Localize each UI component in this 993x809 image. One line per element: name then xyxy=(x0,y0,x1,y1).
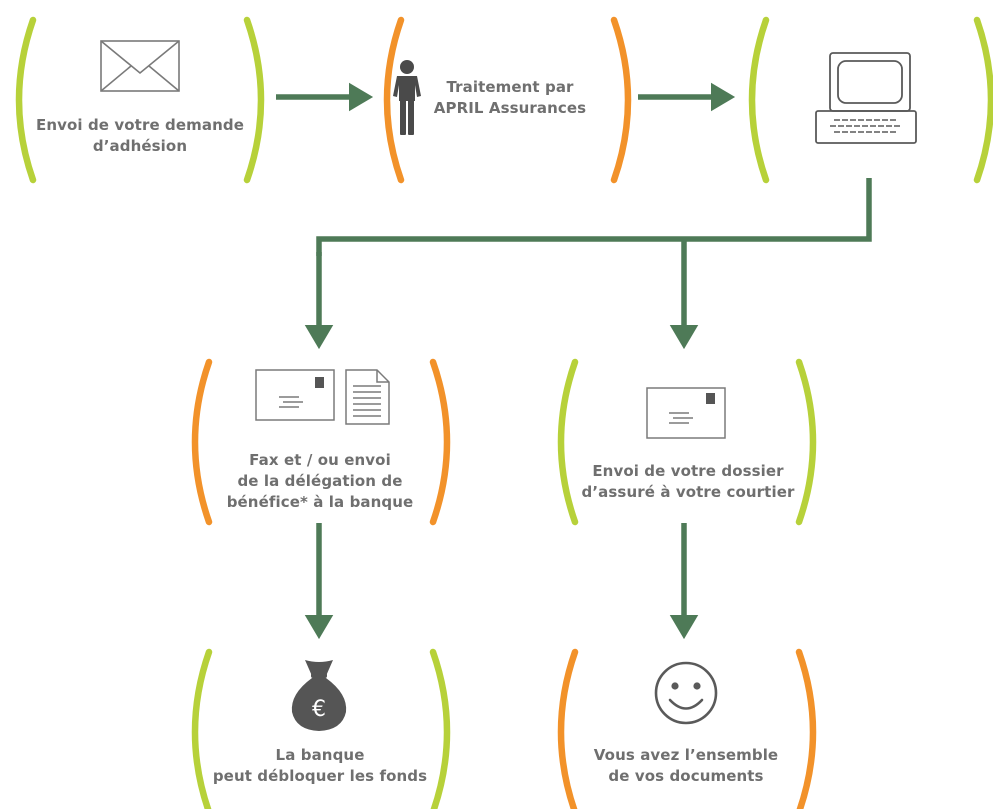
bracket-envoi-right xyxy=(243,16,265,184)
bracket-ordinateur-right xyxy=(973,16,993,184)
smiley-icon xyxy=(654,661,718,725)
bracket-envoi-left xyxy=(15,16,37,184)
person-icon xyxy=(393,60,421,135)
connector-ordinateur-branch xyxy=(316,178,872,256)
fax-document-icon xyxy=(255,369,390,425)
bracket-banque-left xyxy=(191,648,213,809)
bracket-documents-right xyxy=(795,648,817,809)
brackets xyxy=(15,16,993,809)
bracket-ordinateur-left xyxy=(748,16,770,184)
bracket-traitement-right xyxy=(610,16,632,184)
bracket-fax-left xyxy=(191,358,213,526)
label-documents: Vous avez l’ensemble de vos documents xyxy=(593,746,779,785)
label-traitement: Traitement par APRIL Assurances xyxy=(433,78,587,117)
bracket-banque-right xyxy=(429,648,451,809)
envelope-icon xyxy=(100,40,180,92)
label-envoi-dossier: Envoi de votre dossier d’assuré à votre … xyxy=(581,462,795,501)
connectors xyxy=(276,82,872,640)
label-banque-fonds: La banque peut débloquer les fonds xyxy=(212,746,428,785)
bracket-documents-left xyxy=(557,648,579,809)
bracket-traitement-left xyxy=(383,16,405,184)
bracket-dossier-right xyxy=(795,358,817,526)
letter-icon xyxy=(646,387,726,439)
label-envoi-demande: Envoi de votre demande d’adhésion xyxy=(35,116,244,155)
bracket-dossier-left xyxy=(557,358,579,526)
computer-icon xyxy=(815,52,917,144)
label-fax-delegation: Fax et / ou envoi de la délégation de bé… xyxy=(226,451,414,511)
money-bag-euro-icon: € xyxy=(291,660,347,731)
euro-symbol: € xyxy=(312,697,326,722)
bracket-fax-right xyxy=(429,358,451,526)
